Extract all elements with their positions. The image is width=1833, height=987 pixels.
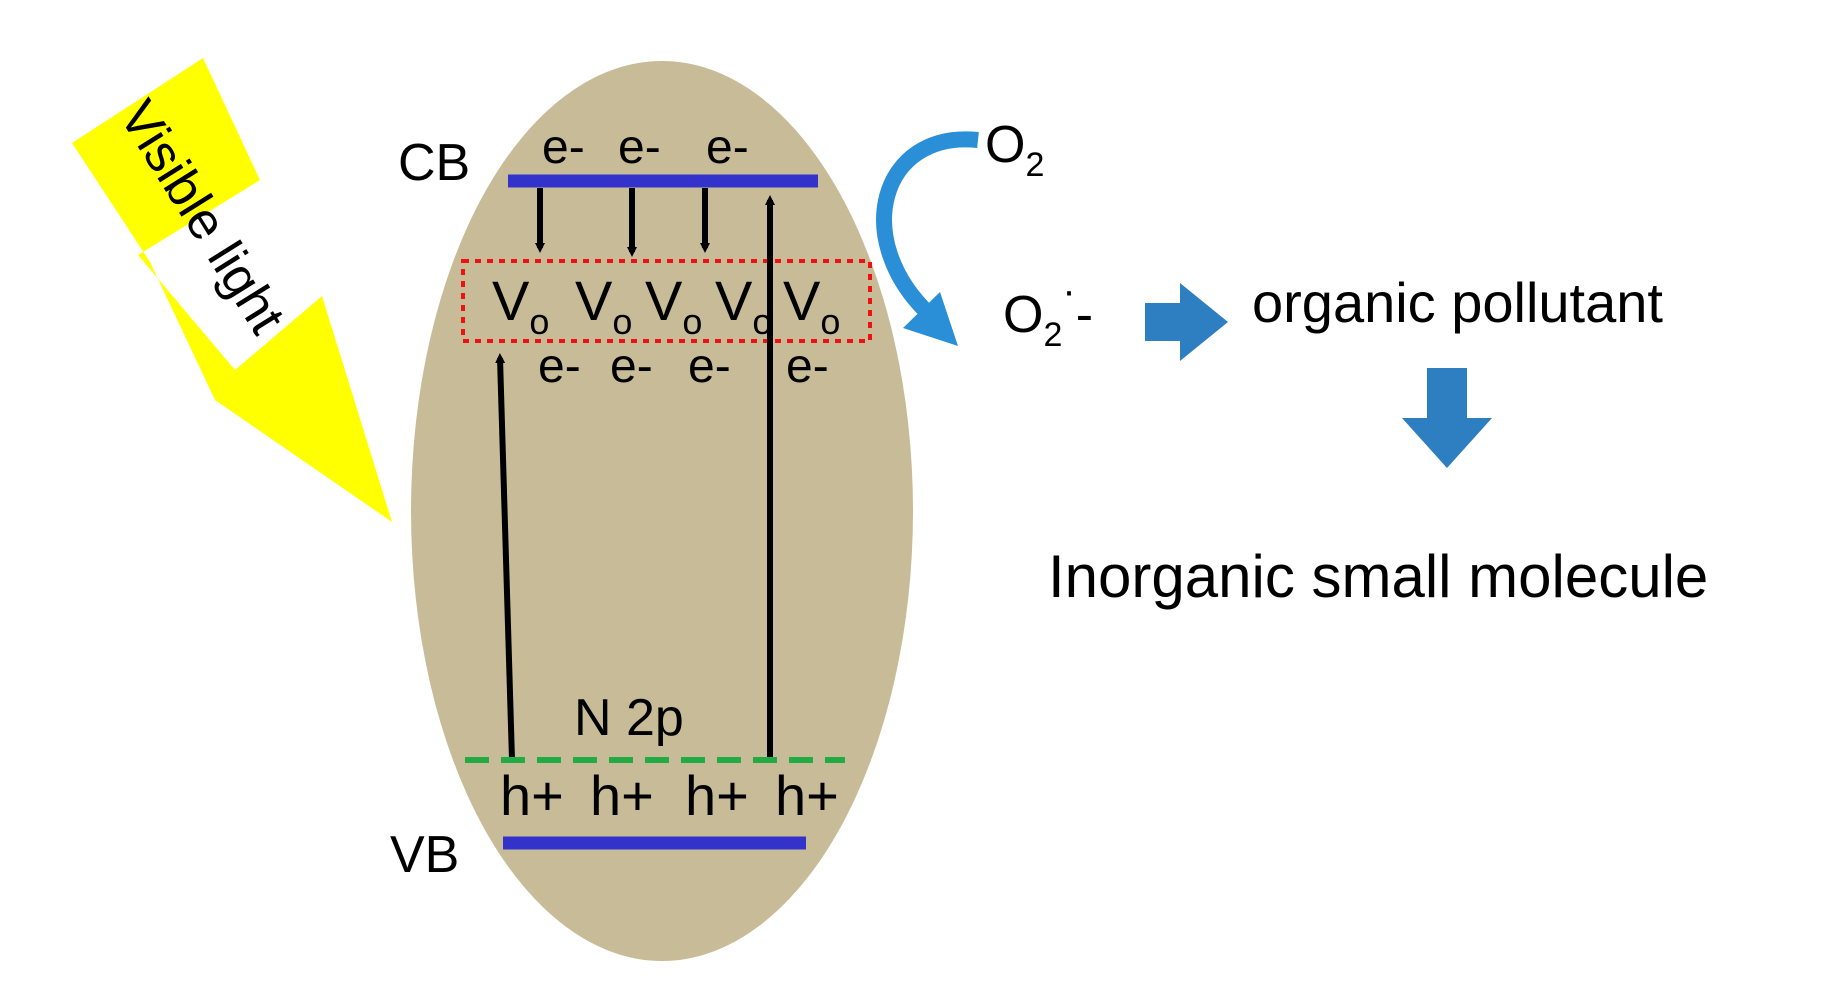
vacancy: Vo: [492, 269, 549, 342]
cb-electron: e-: [542, 121, 585, 174]
vo-electron: e-: [786, 340, 829, 393]
vo-electron: e-: [610, 340, 653, 393]
cb-electron: e-: [618, 121, 661, 174]
inorganic-molecule-label: Inorganic small molecule: [1048, 543, 1708, 610]
excitation-arrow-to-vo: [495, 353, 515, 761]
oxygen-vacancy-box: [461, 259, 872, 343]
vb-label: VB: [390, 826, 459, 884]
superoxide-label: O2·-: [1003, 269, 1093, 354]
semiconductor-particle: [411, 61, 913, 961]
relaxation-arrows: [535, 188, 710, 257]
right-block-arrow: [1145, 283, 1228, 361]
oxygen-vacancies: Vo Vo Vo Vo Vo: [492, 269, 840, 342]
n2p-label: N 2p: [574, 689, 684, 747]
hole: h+: [500, 764, 564, 827]
hole: h+: [775, 764, 839, 827]
vacancy: Vo: [645, 269, 702, 342]
reduction-curved-arrow: [876, 131, 979, 321]
hole: h+: [685, 764, 749, 827]
vo-electrons: e- e- e- e-: [538, 340, 829, 393]
lightning-bolt-icon: [72, 58, 392, 522]
vacancy: Vo: [575, 269, 632, 342]
organic-pollutant-label: organic pollutant: [1252, 271, 1663, 334]
cb-electron: e-: [706, 121, 749, 174]
vo-electron: e-: [538, 340, 581, 393]
hole: h+: [590, 764, 654, 827]
cb-label: CB: [398, 134, 470, 192]
curved-arrow-head: [903, 292, 958, 346]
vacancy: Vo: [715, 269, 772, 342]
vo-electron: e-: [688, 340, 731, 393]
vacancy: Vo: [783, 269, 840, 342]
cb-electrons: e- e- e-: [542, 121, 749, 174]
down-block-arrow: [1402, 368, 1492, 468]
holes: h+ h+ h+ h+: [500, 764, 839, 827]
o2-label: O2: [985, 116, 1044, 184]
